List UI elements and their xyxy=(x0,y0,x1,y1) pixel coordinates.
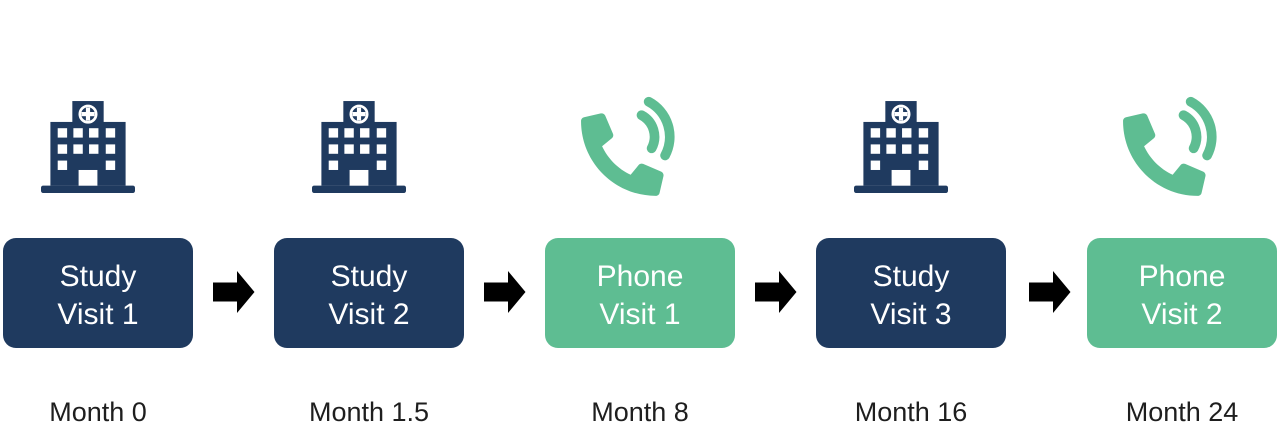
timeline-step-study-visit-3: Study Visit 3 Month 16 xyxy=(816,0,1006,444)
month-label: Month 1.5 xyxy=(308,397,430,427)
visit-box-label-line2: Visit 2 xyxy=(1141,297,1223,331)
phone-visit-2-box: Phone Visit 2 xyxy=(1087,238,1277,348)
hospital-icon xyxy=(39,99,137,198)
hospital-icon xyxy=(310,99,408,198)
timeline-step-study-visit-1: Study Visit 1 Month 0 xyxy=(3,0,193,444)
study-visit-3-box: Study Visit 3 xyxy=(816,238,1006,348)
study-visit-1-box: Study Visit 1 xyxy=(3,238,193,348)
right-arrow-icon xyxy=(213,271,255,313)
study-visit-2-box: Study Visit 2 xyxy=(274,238,464,348)
phone-icon xyxy=(578,96,682,203)
month-label: Month 8 xyxy=(591,397,689,427)
visit-box-label-line2: Visit 1 xyxy=(599,297,681,331)
month-label: Month 0 xyxy=(49,397,147,427)
month-label: Month 24 xyxy=(1125,397,1239,427)
visit-box-label-line1: Phone xyxy=(596,259,684,293)
visit-box-label-line2: Visit 2 xyxy=(328,297,410,331)
visit-box-label-line2: Visit 1 xyxy=(57,297,139,331)
timeline-step-study-visit-2: Study Visit 2 Month 1.5 xyxy=(274,0,464,444)
visit-box-label-line1: Study xyxy=(872,259,950,293)
right-arrow-icon xyxy=(1029,271,1071,313)
month-label: Month 16 xyxy=(854,397,968,427)
timeline-step-phone-visit-2: Phone Visit 2 Month 24 xyxy=(1087,0,1277,444)
visit-box-label-line1: Study xyxy=(59,259,137,293)
visit-box-label-line1: Study xyxy=(330,259,408,293)
right-arrow-icon xyxy=(755,271,797,313)
phone-icon xyxy=(1120,96,1224,203)
hospital-icon xyxy=(852,99,950,198)
visit-box-label-line1: Phone xyxy=(1138,259,1226,293)
visit-box-label-line2: Visit 3 xyxy=(870,297,952,331)
right-arrow-icon xyxy=(484,271,526,313)
phone-visit-1-box: Phone Visit 1 xyxy=(545,238,735,348)
timeline-step-phone-visit-1: Phone Visit 1 Month 8 xyxy=(545,0,735,444)
